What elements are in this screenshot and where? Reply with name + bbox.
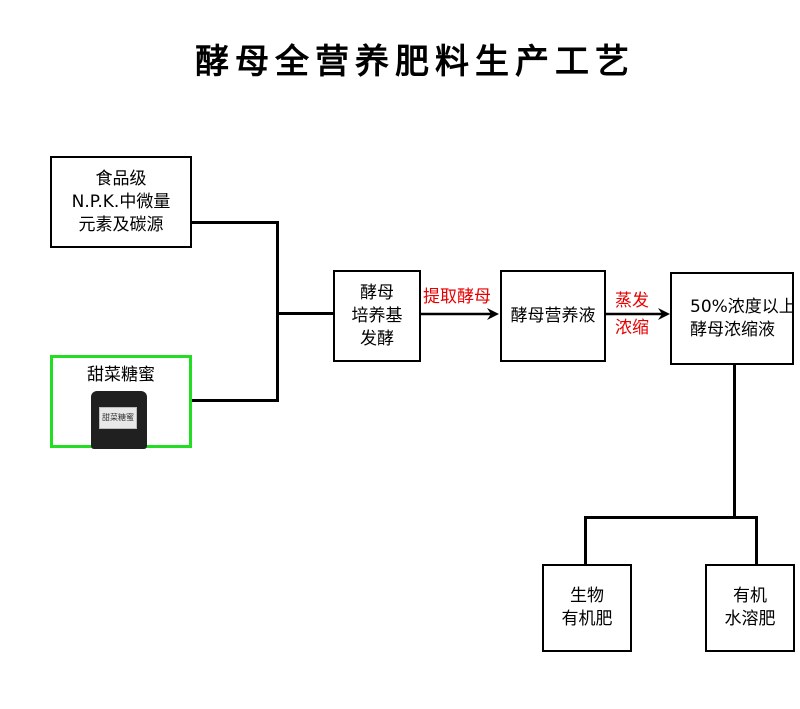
node-organic-water-line1: 有机 — [733, 586, 767, 606]
node-food-grade: 食品级 N.P.K.中微量 元素及碳源 — [50, 156, 192, 248]
wire-concentrate-down — [733, 365, 736, 518]
node-yeast-culture-line2: 培养基 — [351, 305, 403, 326]
node-organic-water-line2: 水溶肥 — [724, 609, 776, 629]
node-food-grade-line3: 元素及碳源 — [78, 214, 164, 235]
node-yeast-nutrient: 酵母营养液 — [500, 270, 606, 362]
wire-input-vertical — [276, 221, 279, 402]
wire-branch-horizontal — [584, 516, 758, 519]
node-food-grade-line2: N.P.K.中微量 — [71, 191, 171, 212]
node-yeast-culture: 酵母 培养基 发酵 — [333, 270, 421, 362]
node-yeast-nutrient-label: 酵母营养液 — [510, 305, 596, 326]
node-bio-organic-line2: 有机肥 — [561, 609, 613, 629]
edge-label-evaporate-2: 浓缩 — [615, 318, 649, 338]
arrow-evaporate — [606, 308, 670, 320]
wire-to-bio-organic — [584, 516, 587, 564]
node-organic-water: 有机 水溶肥 — [705, 564, 795, 652]
node-bio-organic: 生物 有机肥 — [542, 564, 632, 652]
arrow-extract — [421, 308, 499, 320]
node-beet-molasses: 甜菜糖蜜 甜菜糖蜜 — [50, 355, 192, 449]
wire-molasses-out — [192, 399, 279, 402]
node-concentrate-line2: 酵母浓缩液 — [690, 319, 775, 340]
node-beet-molasses-label: 甜菜糖蜜 — [87, 365, 155, 385]
node-concentrate: 50%浓度以上 酵母浓缩液 — [670, 272, 794, 365]
node-yeast-culture-line3: 发酵 — [360, 328, 394, 349]
wire-food-grade-out — [192, 221, 279, 224]
node-concentrate-line1: 50%浓度以上 — [690, 296, 794, 317]
jar-label: 甜菜糖蜜 — [99, 407, 137, 429]
edge-label-evaporate-1: 蒸发 — [615, 291, 649, 311]
diagram-title: 酵母全营养肥料生产工艺 — [195, 42, 635, 82]
wire-to-organic-water — [755, 516, 758, 564]
edge-label-extract: 提取酵母 — [423, 287, 491, 307]
wire-to-culture — [276, 312, 333, 315]
node-yeast-culture-line1: 酵母 — [360, 282, 394, 303]
jar-body: 甜菜糖蜜 — [91, 391, 147, 449]
node-bio-organic-line1: 生物 — [570, 586, 604, 606]
node-food-grade-line1: 食品级 — [95, 168, 147, 189]
